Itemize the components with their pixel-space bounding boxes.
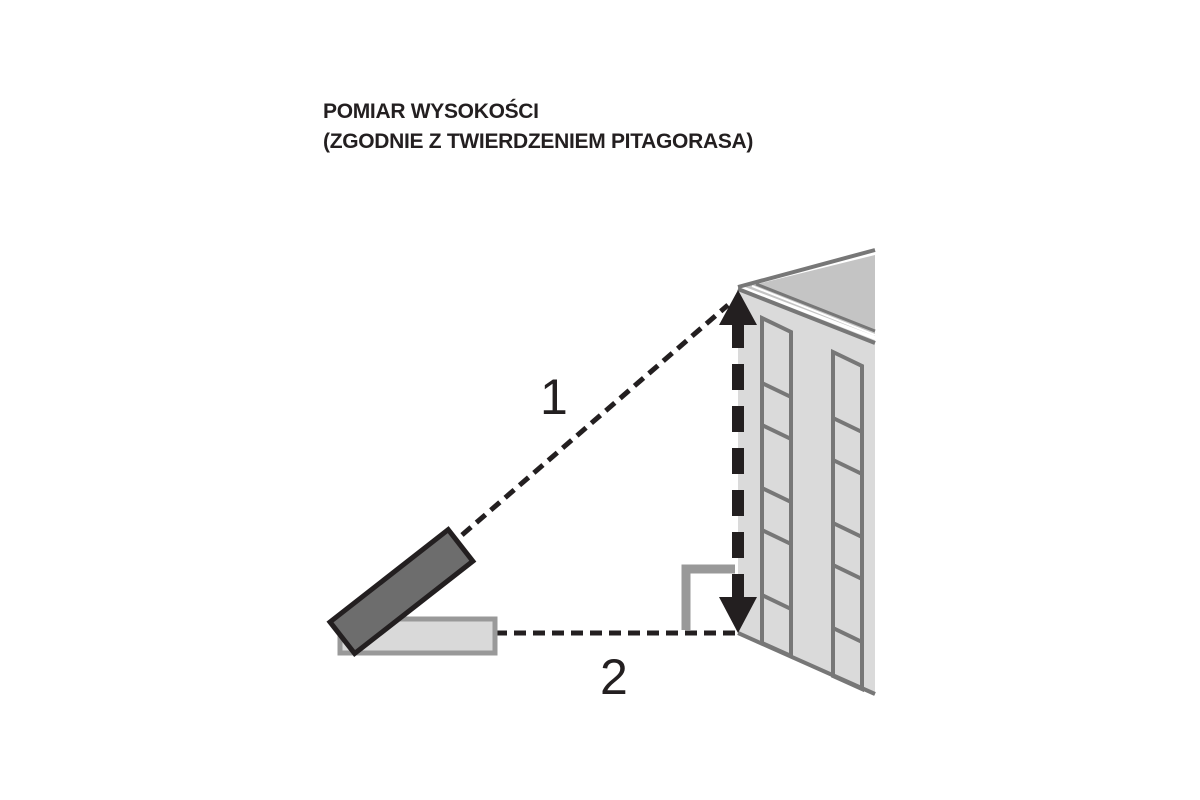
device-tilted — [326, 526, 477, 658]
building-face — [738, 287, 875, 695]
laser-device — [326, 526, 498, 658]
hypotenuse-dashed-line — [460, 303, 730, 537]
hypotenuse-label: 1 — [540, 369, 568, 425]
right-angle-marker — [681, 564, 735, 630]
window-column-right — [831, 348, 864, 693]
arrow-down-icon — [719, 597, 757, 633]
height-arrow — [719, 290, 757, 633]
arrow-up-icon — [719, 290, 757, 325]
base-label: 2 — [600, 649, 628, 705]
building-roof — [745, 255, 875, 336]
title-line-2: (ZGODNIE Z TWIERDZENIEM PITAGORASA) — [323, 130, 754, 153]
title-line-1: POMIAR WYSOKOŚCI — [323, 100, 539, 123]
building — [737, 248, 876, 696]
window-column-left — [760, 314, 793, 660]
